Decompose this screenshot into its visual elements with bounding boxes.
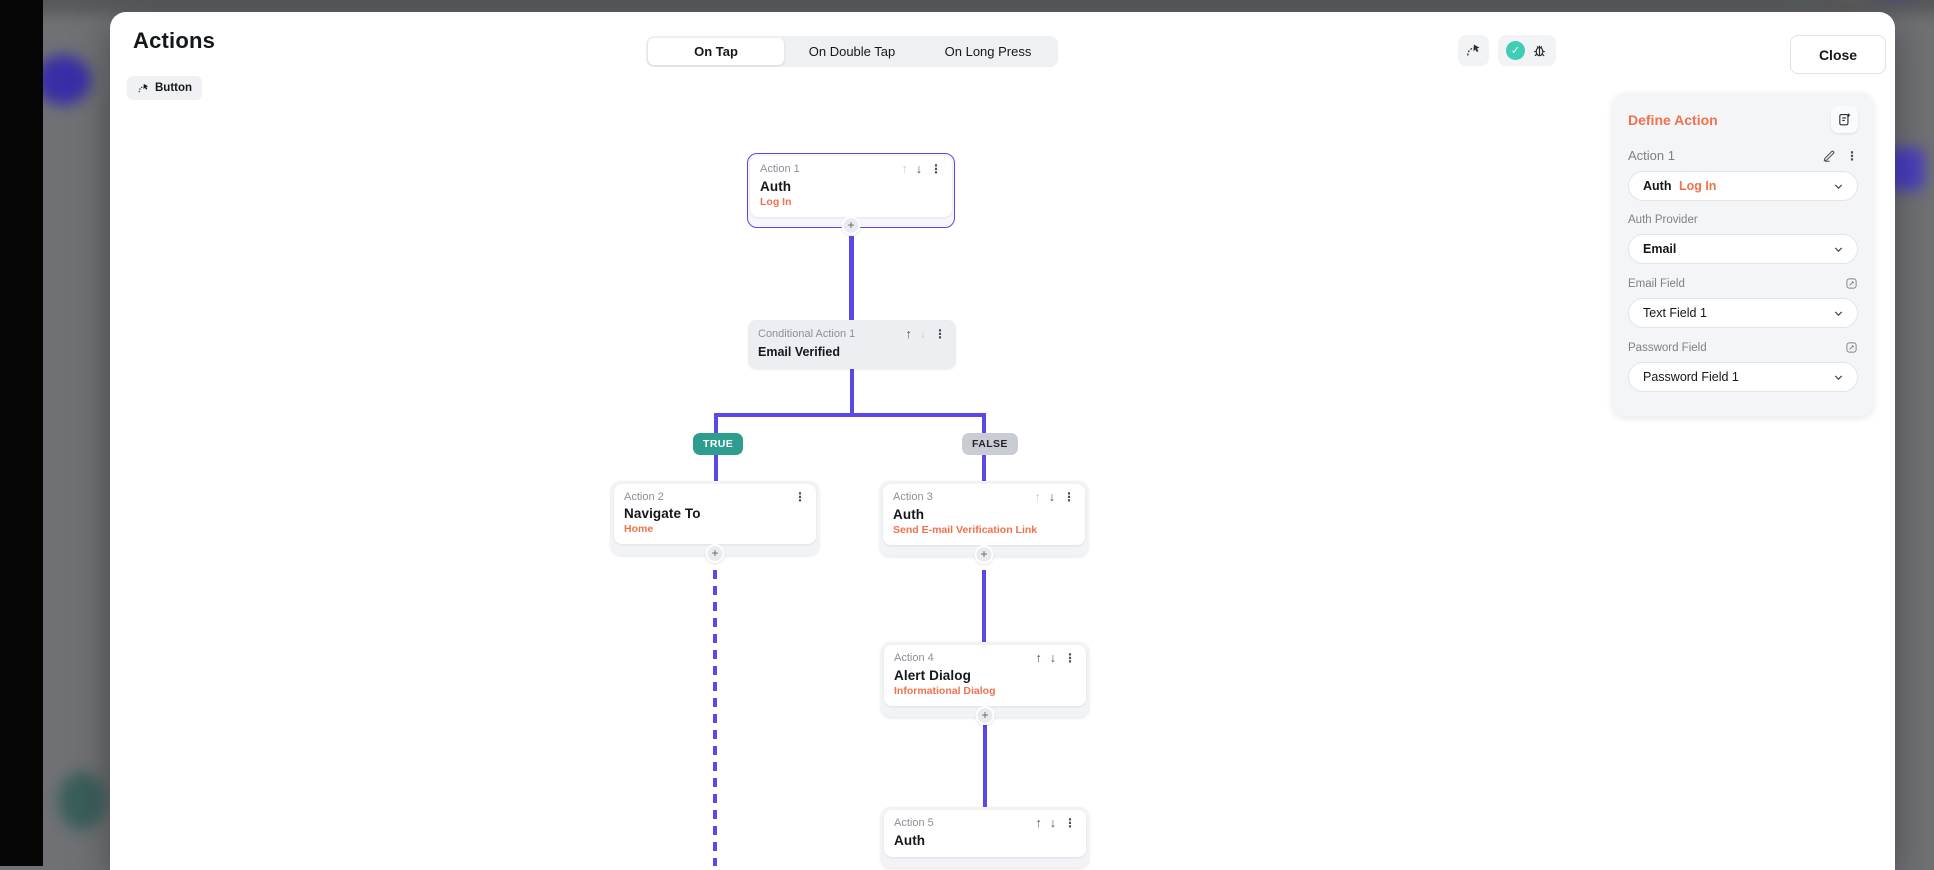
- node-card: Action 1 ↑ ↓ ⋮ Auth Log In: [750, 156, 952, 217]
- node-subtitle: Log In: [760, 196, 942, 208]
- bug-icon: [1531, 42, 1548, 59]
- move-up-icon[interactable]: ↑: [902, 163, 908, 176]
- action-type-secondary: Log In: [1679, 179, 1717, 193]
- node-conditional-action-1[interactable]: Conditional Action 1 ↑ ↓ ⋮ Email Verifie…: [748, 320, 956, 369]
- more-options-icon[interactable]: ⋮: [930, 163, 942, 175]
- field-label-password-field: Password Field: [1628, 342, 1707, 354]
- node-card: Action 4 ↑ ↓ ⋮ Alert Dialog Informationa…: [884, 645, 1086, 706]
- widget-chip-label: Button: [155, 82, 192, 94]
- chevron-down-icon: [1832, 180, 1845, 193]
- chevron-down-icon: [1832, 307, 1845, 320]
- page-title: Actions: [133, 28, 215, 54]
- edit-field-icon[interactable]: [1845, 341, 1858, 354]
- node-title: Auth: [760, 179, 942, 194]
- move-up-icon[interactable]: ↑: [906, 328, 912, 341]
- connector-action4-action5: [983, 716, 987, 811]
- left-black-rail: [0, 0, 43, 866]
- tab-on-double-tap[interactable]: On Double Tap: [784, 38, 920, 65]
- move-up-icon[interactable]: ↑: [1036, 652, 1042, 665]
- move-down-icon[interactable]: ↓: [1050, 652, 1056, 665]
- actions-modal: Actions Button On Tap On Double Tap On L…: [110, 12, 1895, 870]
- connector-conditional-branch: [850, 368, 854, 417]
- branch-true-badge: TRUE: [693, 433, 743, 455]
- chevron-down-icon: [1832, 371, 1845, 384]
- email-field-value: Text Field 1: [1643, 306, 1707, 320]
- email-field-dropdown[interactable]: Text Field 1: [1628, 298, 1858, 328]
- move-down-icon[interactable]: ↓: [916, 163, 922, 176]
- action-flow-icon: [1465, 42, 1482, 59]
- selected-action-label: Action 1: [1628, 148, 1675, 163]
- password-field-value: Password Field 1: [1643, 370, 1739, 384]
- more-options-icon[interactable]: ⋮: [1063, 491, 1075, 503]
- node-title: Auth: [893, 507, 1075, 522]
- backdrop-purple-button-blur: [35, 55, 91, 105]
- node-label: Action 5: [894, 817, 934, 829]
- node-action-1[interactable]: Action 1 ↑ ↓ ⋮ Auth Log In +: [747, 153, 955, 228]
- node-action-4[interactable]: Action 4 ↑ ↓ ⋮ Alert Dialog Informationa…: [881, 642, 1089, 717]
- panel-title: Define Action: [1628, 112, 1718, 128]
- node-label: Action 3: [893, 491, 933, 503]
- add-action-button[interactable]: +: [842, 216, 861, 235]
- debug-button[interactable]: [1530, 42, 1548, 60]
- add-action-button[interactable]: +: [976, 706, 995, 725]
- node-subtitle: Informational Dialog: [894, 685, 1076, 697]
- move-down-icon[interactable]: ↓: [920, 328, 926, 341]
- copy-plus-icon: [1837, 112, 1852, 127]
- move-up-icon[interactable]: ↑: [1036, 817, 1042, 830]
- node-card: Action 3 ↑ ↓ ⋮ Auth Send E-mail Verifica…: [883, 484, 1085, 545]
- node-action-3[interactable]: Action 3 ↑ ↓ ⋮ Auth Send E-mail Verifica…: [880, 481, 1088, 556]
- password-field-dropdown[interactable]: Password Field 1: [1628, 362, 1858, 392]
- chevron-down-icon: [1832, 243, 1845, 256]
- trigger-tabs: On Tap On Double Tap On Long Press: [646, 36, 1058, 67]
- auth-provider-dropdown[interactable]: Email: [1628, 234, 1858, 264]
- action-more-options-icon[interactable]: ⋮: [1846, 150, 1858, 162]
- node-action-2[interactable]: Action 2 ⋮ Navigate To Home +: [611, 481, 819, 555]
- node-title: Navigate To: [624, 506, 806, 521]
- close-button[interactable]: Close: [1790, 35, 1886, 74]
- more-options-icon[interactable]: ⋮: [1064, 652, 1076, 664]
- node-card: Action 2 ⋮ Navigate To Home: [614, 484, 816, 544]
- node-label: Action 1: [760, 163, 800, 175]
- edit-field-icon[interactable]: [1845, 277, 1858, 290]
- backdrop-teal-blur: [58, 772, 106, 830]
- copy-actions-button[interactable]: [1831, 106, 1858, 133]
- node-label: Conditional Action 1: [758, 328, 855, 340]
- more-options-icon[interactable]: ⋮: [1064, 817, 1076, 829]
- move-down-icon[interactable]: ↓: [1049, 491, 1055, 504]
- move-down-icon[interactable]: ↓: [1050, 817, 1056, 830]
- auth-provider-value: Email: [1643, 242, 1676, 256]
- connector-action2-end-dashed: [713, 570, 717, 866]
- node-title: Alert Dialog: [894, 668, 1076, 683]
- branch-horizontal-line: [714, 413, 986, 417]
- node-label: Action 4: [894, 652, 934, 664]
- action-flow-editor-button[interactable]: [1458, 35, 1489, 66]
- rename-action-icon[interactable]: [1822, 149, 1836, 163]
- action-type-dropdown[interactable]: Auth Log In: [1628, 171, 1858, 201]
- node-action-5[interactable]: Action 5 ↑ ↓ ⋮ Auth: [881, 807, 1089, 868]
- more-options-icon[interactable]: ⋮: [794, 491, 806, 503]
- validation-group: ✓: [1498, 35, 1556, 66]
- node-card: Action 5 ↑ ↓ ⋮ Auth: [884, 810, 1086, 857]
- tab-on-long-press[interactable]: On Long Press: [920, 38, 1056, 65]
- widget-chip-button[interactable]: Button: [127, 76, 202, 100]
- connector-action1-conditional: [849, 236, 854, 322]
- action-flow-icon: [137, 82, 150, 95]
- node-label: Action 2: [624, 491, 664, 503]
- add-action-button[interactable]: +: [706, 544, 725, 563]
- more-options-icon[interactable]: ⋮: [934, 328, 946, 340]
- node-title: Email Verified: [758, 345, 946, 359]
- connector-action3-action4: [982, 570, 986, 645]
- move-up-icon[interactable]: ↑: [1035, 491, 1041, 504]
- add-action-button[interactable]: +: [975, 545, 994, 564]
- tab-on-tap[interactable]: On Tap: [648, 38, 784, 65]
- action-type-primary: Auth: [1643, 179, 1671, 193]
- validation-check-icon[interactable]: ✓: [1506, 41, 1525, 60]
- node-title: Auth: [894, 833, 1076, 848]
- field-label-auth-provider: Auth Provider: [1628, 214, 1698, 226]
- define-action-panel: Define Action Action 1 ⋮ Auth: [1613, 93, 1873, 416]
- branch-false-badge: FALSE: [962, 433, 1018, 455]
- node-subtitle: Home: [624, 523, 806, 535]
- field-label-email-field: Email Field: [1628, 278, 1685, 290]
- node-subtitle: Send E-mail Verification Link: [893, 524, 1075, 536]
